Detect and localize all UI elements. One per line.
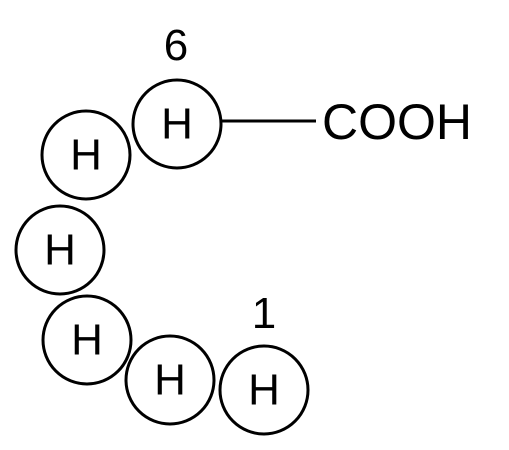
- residue-1-circle: [218, 344, 310, 436]
- residue-3-circle: [41, 294, 133, 386]
- residue-3: H: [41, 294, 133, 386]
- residue-5: H: [40, 109, 132, 201]
- terminal-group-label: COOH: [322, 94, 472, 150]
- position-label-last: 6: [164, 21, 188, 70]
- residue-6-circle: [131, 78, 223, 170]
- residue-5-circle: [40, 109, 132, 201]
- residue-4-circle: [14, 204, 106, 296]
- residue-2: H: [124, 334, 216, 426]
- residue-6: H: [131, 78, 223, 170]
- residue-1-label: H: [248, 366, 280, 415]
- residue-2-label: H: [154, 356, 186, 405]
- residue-6-label: H: [161, 100, 193, 149]
- residue-4: H: [14, 204, 106, 296]
- residue-2-circle: [124, 334, 216, 426]
- residue-4-label: H: [44, 226, 76, 275]
- residue-3-label: H: [71, 316, 103, 365]
- residue-5-label: H: [70, 131, 102, 180]
- residue-1: H: [218, 344, 310, 436]
- position-label-first: 1: [252, 289, 276, 338]
